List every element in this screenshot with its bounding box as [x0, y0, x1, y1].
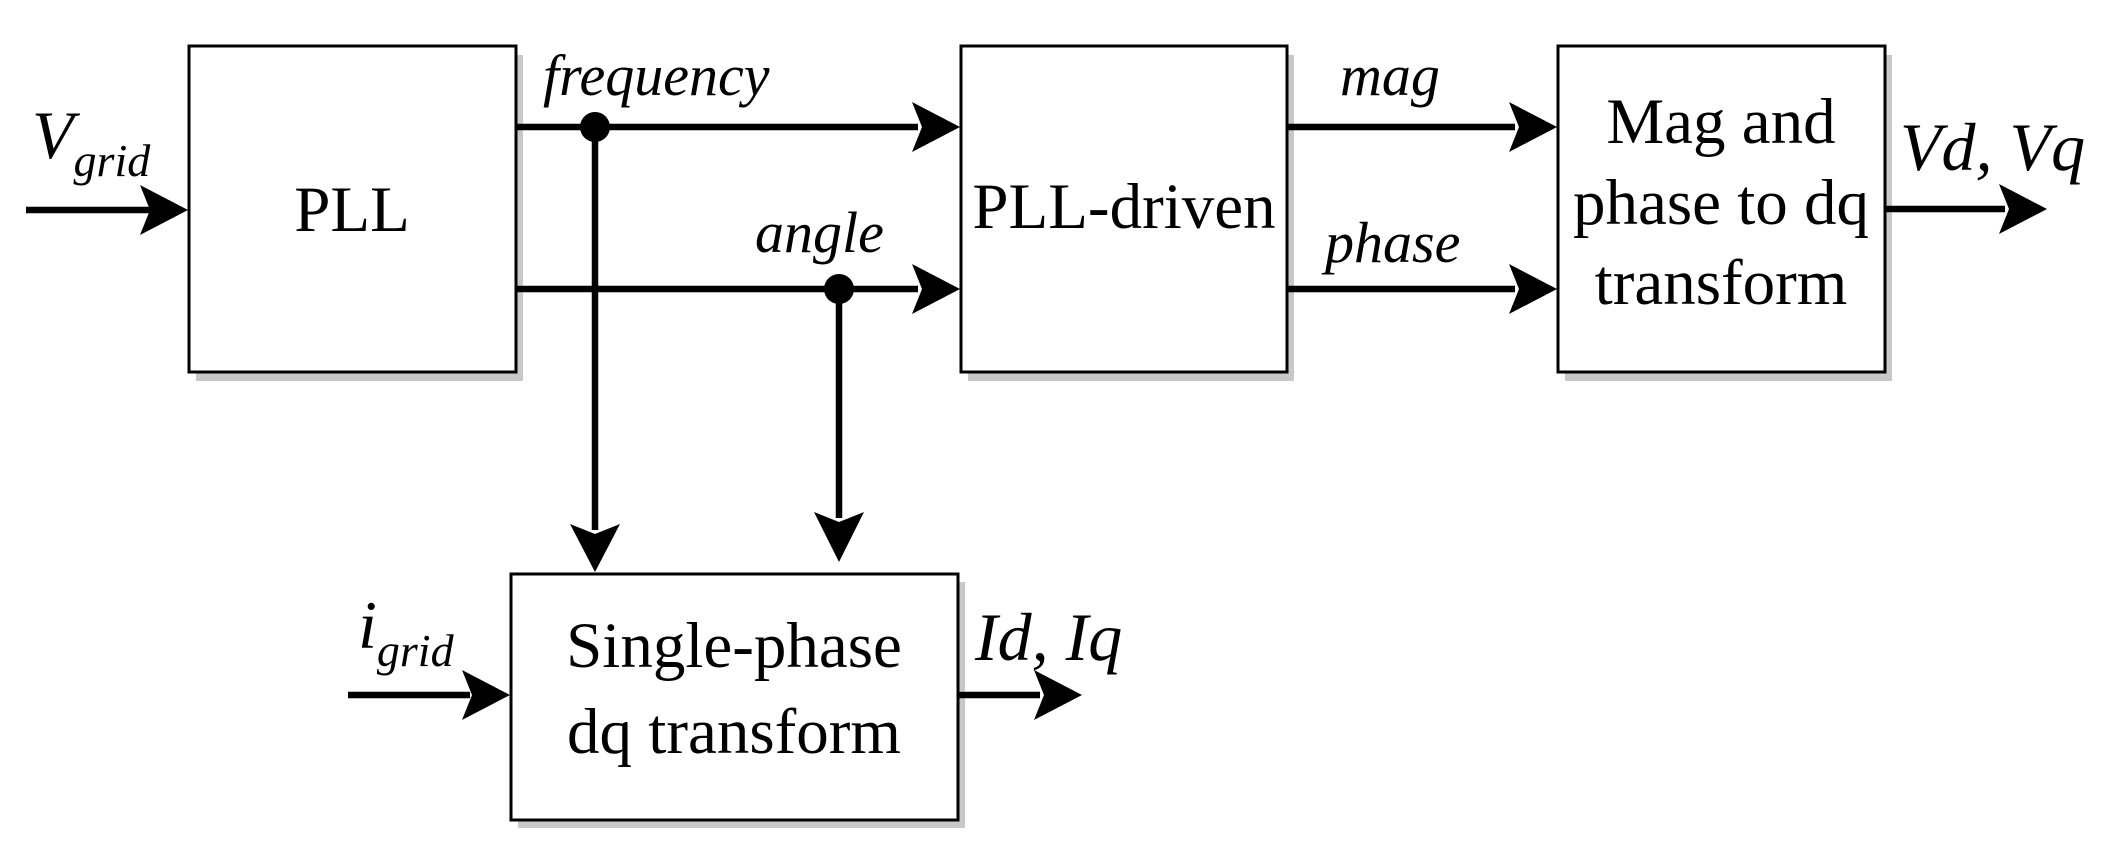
pll-driven-block: PLL-driven	[959, 44, 1289, 374]
wires	[26, 102, 2047, 720]
phase-label: phase	[1321, 210, 1460, 275]
id-iq-output-arrowhead	[1034, 670, 1082, 720]
pll-block-label: PLL	[294, 174, 410, 246]
pll-driven-block-label: PLL-driven	[972, 171, 1275, 243]
mag-label: mag	[1340, 43, 1440, 108]
mag-phase-dq-block: Mag and phase to dq transform	[1556, 44, 1887, 374]
pll-block: PLL	[187, 44, 518, 374]
frequency-label: frequency	[543, 43, 770, 108]
vd-vq-label: Vd, Vq	[1900, 109, 2085, 185]
vgrid-label: Vgrid	[32, 97, 151, 186]
single-phase-dq-label-line-1: Single-phase	[566, 610, 902, 682]
phase-arrowhead	[1509, 264, 1557, 314]
mag-phase-dq-label-line-2: phase to dq	[1573, 167, 1869, 239]
igrid-label: igrid	[358, 587, 455, 676]
angle-arrowhead	[912, 264, 960, 314]
vgrid-input-arrowhead	[140, 185, 188, 235]
frequency-arrowhead	[912, 102, 960, 152]
frequency-junction-dot	[580, 112, 610, 142]
frequency-branch-arrowhead	[570, 524, 620, 572]
mag-phase-dq-label-line-1: Mag and	[1606, 86, 1835, 158]
angle-branch-arrowhead	[814, 512, 864, 562]
id-iq-label: Id, Iq	[974, 599, 1122, 675]
igrid-input-arrowhead	[462, 670, 510, 720]
single-phase-dq-block: Single-phase dq transform	[509, 572, 960, 822]
vd-vq-output-arrowhead	[1999, 184, 2047, 234]
single-phase-dq-label-line-2: dq transform	[567, 696, 901, 768]
mag-phase-dq-label-line-3: transform	[1595, 247, 1848, 319]
mag-arrowhead	[1509, 102, 1557, 152]
angle-junction-dot	[824, 274, 854, 304]
angle-label: angle	[755, 200, 884, 265]
